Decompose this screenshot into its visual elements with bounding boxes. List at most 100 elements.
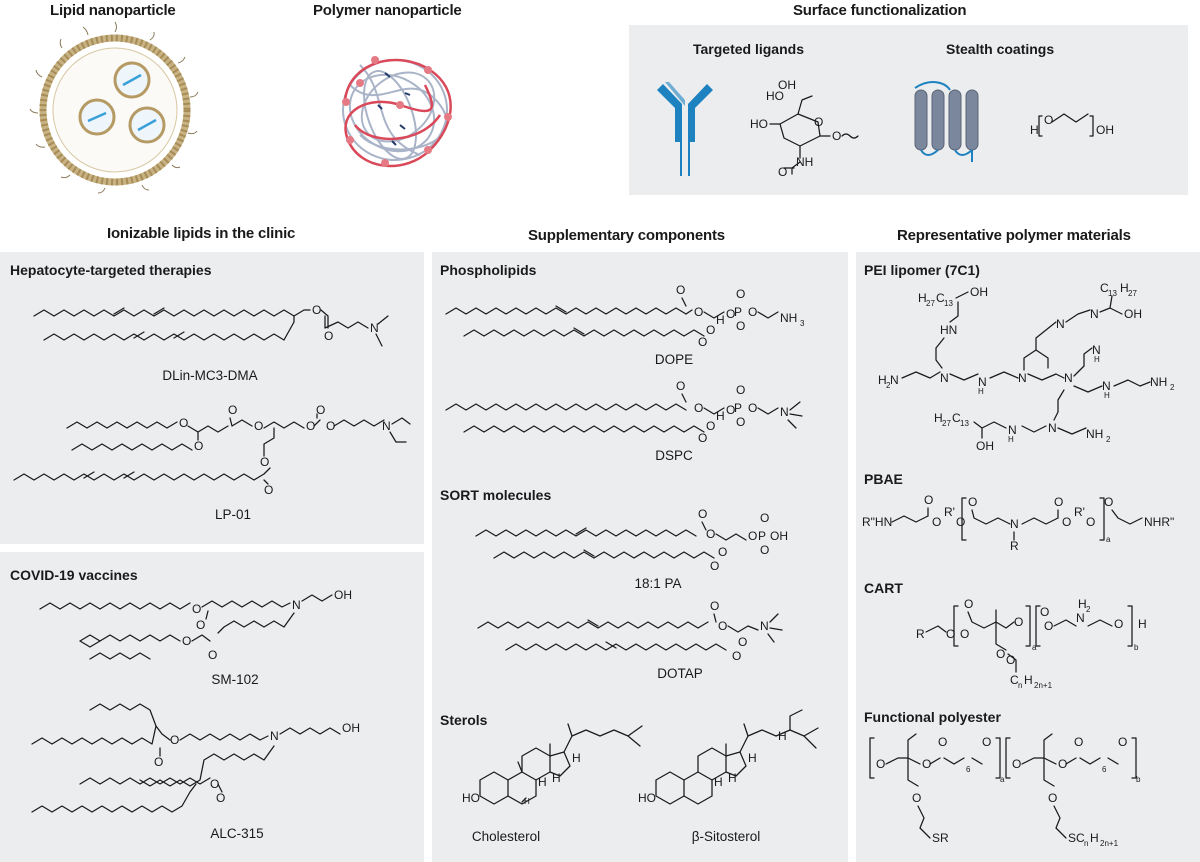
svg-text:P: P — [734, 305, 742, 319]
svg-text:O: O — [736, 319, 745, 333]
svg-text:P: P — [758, 529, 766, 543]
svg-text:O: O — [1044, 113, 1053, 127]
svg-text:OH: OH — [1124, 307, 1142, 321]
pbae-subtitle: PBAE — [864, 471, 903, 487]
18-1-pa-label: 18:1 PA — [634, 576, 682, 591]
svg-text:O: O — [1040, 605, 1049, 619]
sm-102-label: SM-102 — [211, 672, 259, 687]
svg-text:H: H — [1104, 391, 1110, 400]
svg-text:O: O — [1086, 515, 1095, 529]
svg-text:N: N — [370, 321, 379, 335]
lp-01-label: LP-01 — [214, 507, 252, 522]
svg-text:H: H — [716, 313, 725, 327]
surface-functionalization-panel — [629, 25, 1188, 195]
svg-text:R': R' — [944, 505, 955, 519]
svg-text:O: O — [996, 647, 1005, 661]
svg-text:O: O — [208, 648, 217, 662]
svg-text:O: O — [1012, 757, 1021, 771]
surface-functionalization-title: Surface functionalization — [793, 2, 967, 19]
svg-text:O: O — [706, 419, 715, 433]
svg-text:O: O — [718, 545, 727, 559]
svg-text:NH: NH — [1086, 427, 1103, 441]
svg-text:OH: OH — [342, 721, 360, 735]
svg-text:O: O — [210, 777, 219, 791]
svg-text:HO: HO — [766, 89, 784, 103]
svg-text:a: a — [1000, 775, 1005, 784]
svg-text:N: N — [760, 619, 769, 633]
svg-text:O: O — [760, 511, 769, 525]
svg-text:N: N — [1056, 317, 1065, 331]
pbae-structure: R"HN O OR'O O NR O OR'O a O NHR" — [862, 493, 1174, 553]
svg-text:O: O — [694, 401, 703, 415]
dlin-mc3-dma-label: DLin-MC3-DMA — [162, 368, 258, 383]
svg-text:O: O — [726, 307, 735, 321]
svg-text:O: O — [710, 599, 719, 613]
svg-text:O: O — [698, 335, 707, 349]
svg-text:O: O — [706, 527, 715, 541]
svg-text:H: H — [978, 387, 984, 396]
svg-text:SR: SR — [932, 831, 949, 845]
svg-text:O: O — [932, 515, 941, 529]
svg-text:O: O — [1058, 757, 1067, 771]
svg-text:P: P — [734, 401, 742, 415]
dotap-label: DOTAP — [657, 666, 703, 681]
svg-text:O: O — [912, 791, 921, 805]
svg-text:O: O — [922, 757, 931, 771]
svg-text:O: O — [698, 507, 707, 521]
svg-text:O: O — [1006, 653, 1015, 667]
svg-text:C: C — [952, 411, 961, 425]
svg-text:27: 27 — [942, 419, 951, 428]
svg-text:H: H — [1008, 435, 1014, 444]
svg-text:O: O — [216, 791, 225, 805]
stealth-coatings-label: Stealth coatings — [946, 41, 1055, 57]
beta-sitosterol-label: β-Sitosterol — [691, 829, 761, 844]
svg-text:N: N — [890, 373, 899, 387]
svg-text:O: O — [228, 403, 237, 417]
svg-text:O: O — [316, 403, 325, 417]
svg-text:3: 3 — [800, 319, 805, 328]
svg-text:H: H — [778, 729, 787, 743]
svg-text:N: N — [780, 405, 789, 419]
svg-text:O: O — [1014, 615, 1023, 629]
svg-text:OH: OH — [970, 285, 988, 299]
svg-text:O: O — [814, 115, 823, 129]
svg-text:a: a — [1032, 643, 1037, 652]
targeted-ligands-label: Targeted ligands — [693, 41, 804, 57]
svg-text:H: H — [918, 291, 927, 305]
svg-text:O: O — [182, 634, 191, 648]
svg-text:HO: HO — [462, 791, 480, 805]
svg-text:O: O — [778, 165, 787, 179]
svg-text:HO: HO — [638, 791, 656, 805]
sort-molecules-subtitle: SORT molecules — [440, 487, 552, 503]
svg-text:OH: OH — [770, 529, 788, 543]
peg-structure: H O OH — [1030, 113, 1114, 137]
svg-text:H: H — [1024, 673, 1033, 687]
svg-text:H: H — [748, 751, 757, 765]
svg-text:O: O — [748, 305, 757, 319]
svg-text:O: O — [968, 495, 977, 509]
svg-text:O: O — [326, 419, 335, 433]
svg-text:n: n — [1018, 681, 1022, 690]
svg-text:a: a — [1106, 535, 1111, 544]
svg-text:N: N — [1092, 343, 1101, 357]
svg-text:O: O — [982, 735, 991, 749]
svg-text:2n+1: 2n+1 — [1100, 839, 1119, 848]
svg-text:O: O — [876, 757, 885, 771]
svg-text:N: N — [270, 729, 279, 743]
svg-text:O: O — [312, 303, 321, 317]
dope-label: DOPE — [654, 352, 694, 367]
functional-polyester-subtitle: Functional polyester — [864, 709, 1001, 725]
svg-text:O: O — [946, 627, 955, 641]
svg-text:H: H — [524, 797, 530, 806]
supplementary-panel — [432, 252, 848, 862]
svg-text:O: O — [718, 619, 727, 633]
svg-text:NHR": NHR" — [1144, 515, 1174, 529]
dspc-label: DSPC — [655, 448, 693, 463]
svg-text:O: O — [676, 379, 685, 393]
representative-polymers-title: Representative polymer materials — [897, 227, 1131, 244]
